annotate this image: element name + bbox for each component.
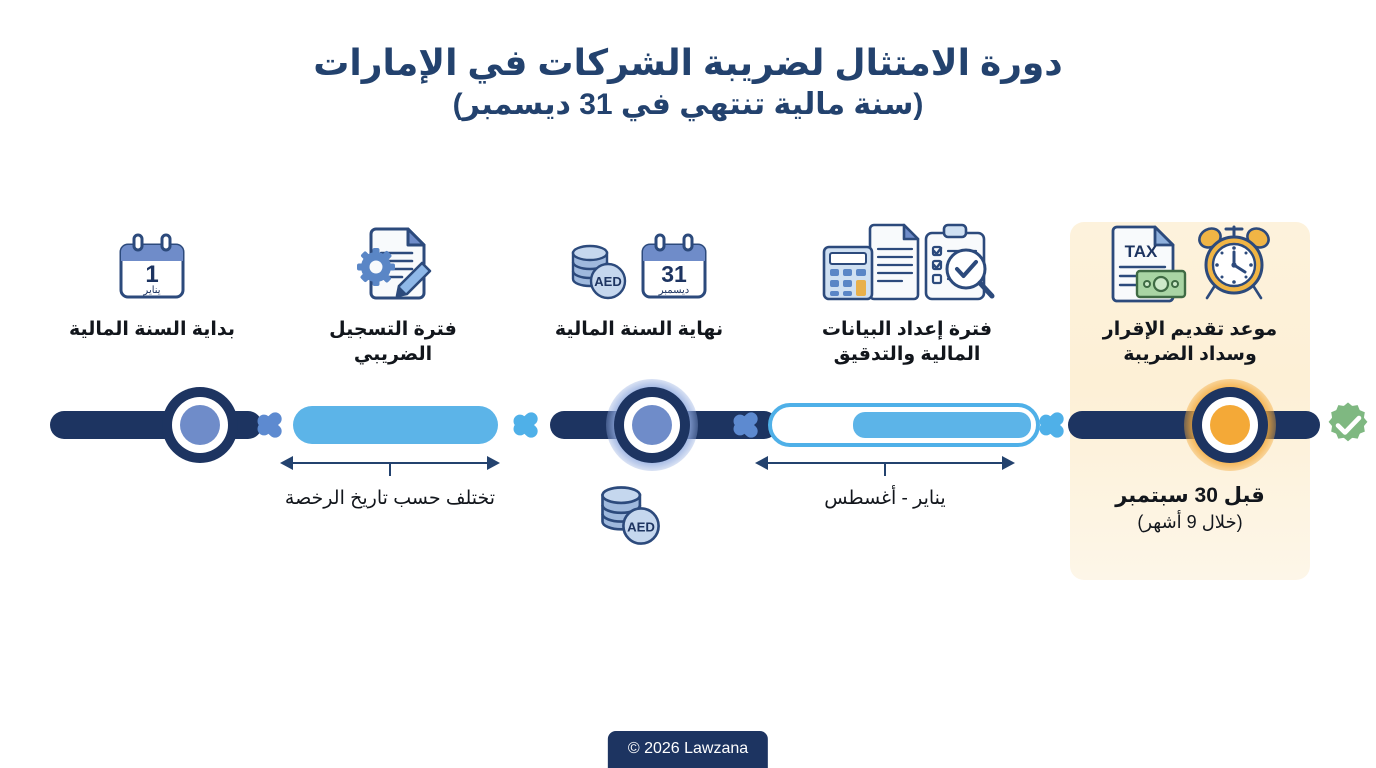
timeline-node-fiscal-year-end[interactable] [606,379,698,471]
chevron-right-icon-2 [502,401,542,449]
station-financial-statements-audit-period[interactable]: فترة إعداد البيانات المالية والتدقيق [796,223,1018,367]
copyright-badge: © 2026 Lawzana [607,731,769,768]
annotation-registration-window: تختلف حسب تاريخ الرخصة [280,452,500,512]
document-gear-pencil-icon [350,223,436,308]
svg-text:AED: AED [627,520,655,535]
document-lines-icon [868,223,920,301]
calendar-dec-31-icon: 31 ديسمبر [637,229,711,308]
node-core [1210,405,1250,445]
measure-arrow [755,452,1015,476]
node-core [632,405,672,445]
timeline-node-fiscal-year-start[interactable] [162,387,238,463]
annotation-text: يناير - أغسطس [824,488,946,509]
chevron-right-icon-3 [722,401,762,449]
station-label: فترة إعداد البيانات المالية والتدقيق [821,319,993,365]
measure-tick [389,462,391,476]
station-label: نهاية السنة المالية [554,319,724,340]
station-label: فترة التسجيل الضريبي [329,319,457,365]
station-tax-registration-period[interactable]: فترة التسجيل الضريبي [300,226,486,367]
annotation-audit-window: يناير - أغسطس [755,452,1015,512]
arrow-head-right-icon [1002,456,1015,470]
registration-period-bar [293,406,498,444]
arrow-head-left-icon [755,456,768,470]
audit-period-progress-fill [853,412,1031,438]
audit-period-progress-bar [768,403,1040,447]
svg-text:TAX: TAX [1125,242,1158,261]
deadline-block: قبل 30 سبتمبر (خلال 9 أشهر) [1080,482,1300,535]
tax-document-money-icon: TAX [1107,223,1187,308]
timeline-node-tax-deadline[interactable] [1184,379,1276,471]
arrow-head-right-icon [487,456,500,470]
station-icons [796,223,1018,308]
arrow-head-left-icon [280,456,293,470]
station-fiscal-year-end[interactable]: 31 ديسمبر AED نهاية السنة المالية [546,226,732,343]
station-tax-return-filing-payment[interactable]: TAX موعد تقديم الإقرار وسداد الضريبة [1080,223,1300,367]
aed-coins-icon-below-node: AED [592,482,668,553]
page-title-block: دورة الامتثال لضريبة الشركات في الإمارات… [0,42,1376,123]
station-fiscal-year-start[interactable]: 1 يناير بداية السنة المالية [62,226,242,343]
page-title: دورة الامتثال لضريبة الشركات في الإمارات [313,42,1063,83]
svg-text:AED: AED [594,274,621,289]
deadline-note: (خلال 9 أشهر) [1137,512,1243,533]
chevron-right-icon-1 [246,401,286,449]
svg-text:31: 31 [661,261,687,287]
station-icons: 1 يناير [62,226,242,308]
calculator-icon [822,245,874,301]
svg-text:يناير: يناير [142,285,160,296]
station-icons: 31 ديسمبر AED [546,226,732,308]
timeline-track [50,379,1371,471]
annotation-text: تختلف حسب تاريخ الرخصة [284,488,496,509]
station-label: موعد تقديم الإقرار وسداد الضريبة [1102,319,1278,365]
verified-check-icon [1322,399,1374,451]
measure-tick [884,462,886,476]
station-icons [300,226,486,308]
station-icons: TAX [1080,223,1300,308]
station-label: بداية السنة المالية [68,319,236,340]
deadline-headline: قبل 30 سبتمبر [1115,484,1265,507]
svg-text:ديسمبر: ديسمبر [658,285,689,296]
measure-arrow [280,452,500,476]
alarm-clock-icon [1195,223,1273,308]
node-core [180,405,220,445]
clipboard-checklist-magnifier-icon [924,223,995,301]
aed-coins-icon: AED [567,239,629,308]
calculator-document-clipboard-icon [816,221,998,308]
svg-text:1: 1 [145,261,158,288]
chevron-right-icon-4 [1028,401,1068,449]
page-subtitle: (سنة مالية تنتهي في 31 ديسمبر) [452,88,924,122]
calendar-jan-1-icon: 1 يناير [115,229,189,308]
